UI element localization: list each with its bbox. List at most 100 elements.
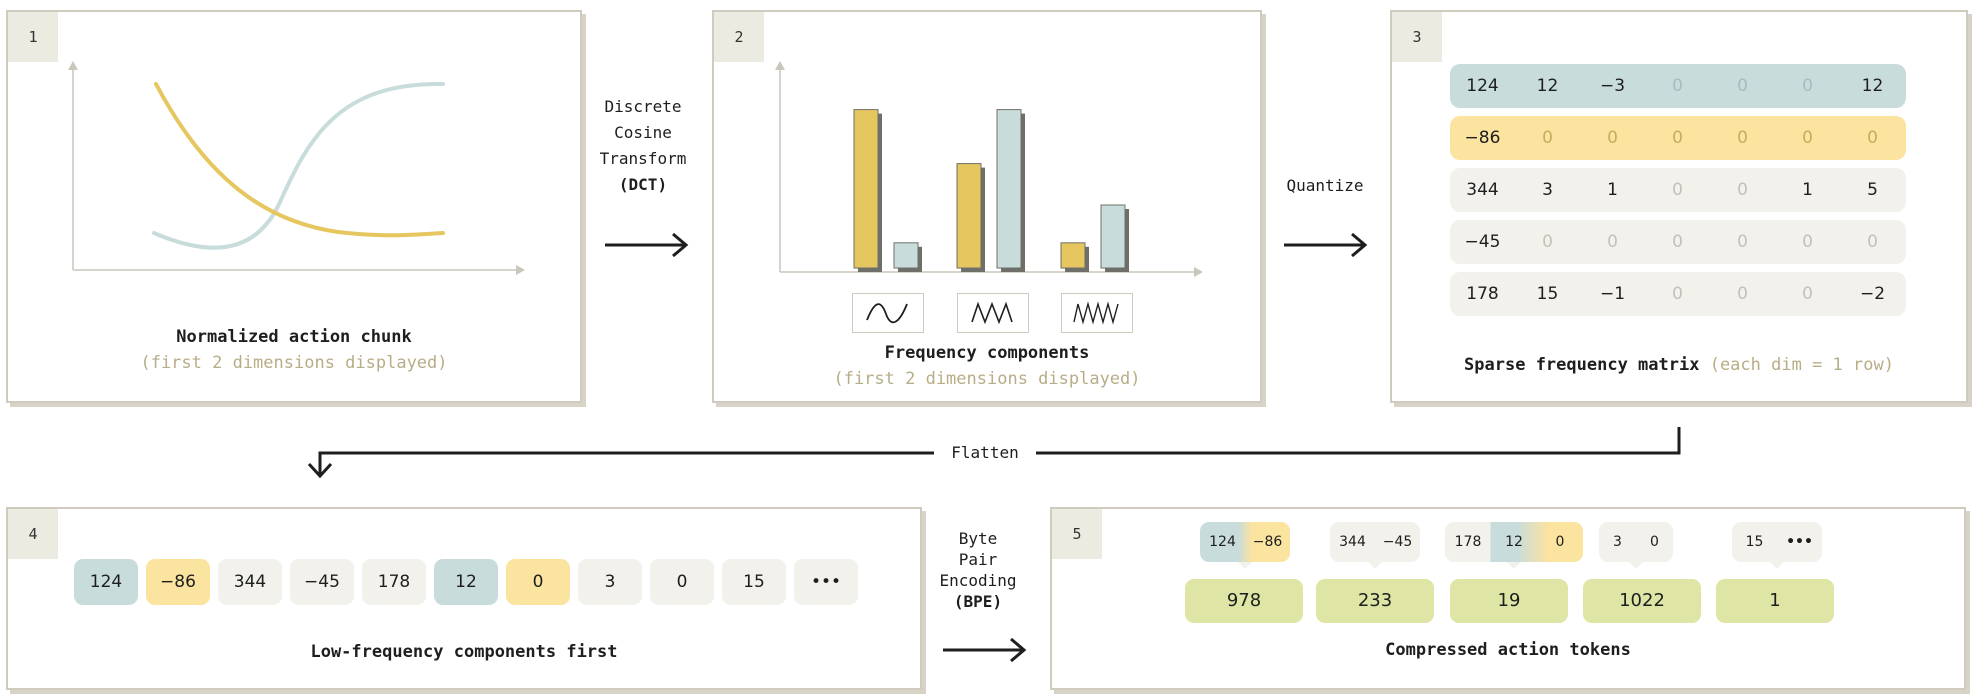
dct-arrow <box>605 232 689 258</box>
matrix-cell: 0 <box>1672 128 1683 148</box>
dct-label: Discrete Cosine Transform (DCT) <box>588 94 698 198</box>
source-ellipsis: ••• <box>1786 534 1813 550</box>
matrix-cell: 178 <box>1466 284 1499 304</box>
source-value: 344 <box>1339 534 1366 550</box>
sequence-chip: 0 <box>506 559 570 605</box>
dimension-2-curve <box>152 81 445 250</box>
ellipsis-chip: ••• <box>794 559 858 605</box>
frequency-bar-blue <box>893 242 919 269</box>
matrix-cell: 124 <box>1466 76 1499 96</box>
bpe-label: Byte Pair Encoding (BPE) <box>928 528 1028 612</box>
matrix-row: 124 12 −3 0 0 0 12 <box>1450 64 1906 108</box>
bpe-label-line: Pair <box>958 550 998 569</box>
source-value: −86 <box>1252 534 1283 550</box>
matrix-row: 344 3 1 0 0 1 5 <box>1450 168 1906 212</box>
matrix-cell: 0 <box>1867 128 1878 148</box>
frequency-bar-blue <box>1100 204 1126 269</box>
compressed-token: 19 <box>1450 579 1568 623</box>
token-source-pair: 15 ••• <box>1732 522 1822 569</box>
matrix-cell: 1 <box>1607 180 1618 200</box>
panel-title: Sparse frequency matrix <box>1464 355 1700 375</box>
panel-number: 2 <box>714 12 764 62</box>
bpe-label-line: Encoding <box>939 571 1017 590</box>
source-value: 0 <box>1650 534 1659 550</box>
flatten-label: Flatten <box>951 443 1019 462</box>
quantize-label: Quantize <box>1286 176 1364 195</box>
sequence-chip: −45 <box>290 559 354 605</box>
panel-frequency-components: 2 Frequency components (first 2 dimensio… <box>712 10 1262 403</box>
matrix-cell: 5 <box>1867 180 1878 200</box>
panel-flattened-sequence: 4 124 −86 344 −45 178 12 0 3 0 15 ••• Lo… <box>6 507 922 690</box>
source-value: 15 <box>1745 534 1764 550</box>
dimension-1-curve <box>154 82 445 238</box>
source-value: 178 <box>1454 534 1482 550</box>
panel-subtitle: (first 2 dimensions displayed) <box>833 369 1141 389</box>
bpe-label-line: (BPE) <box>953 592 1003 611</box>
bpe-arrow <box>943 637 1027 663</box>
dct-label-line: Cosine <box>614 123 672 142</box>
panel-number: 3 <box>1392 12 1442 62</box>
sequence-chip: 124 <box>74 559 138 605</box>
sequence-chip: 0 <box>650 559 714 605</box>
matrix-cell: 0 <box>1672 232 1683 252</box>
panel-subtitle: (first 2 dimensions displayed) <box>140 353 448 373</box>
matrix-cell: −1 <box>1599 284 1626 304</box>
sequence-chip: 15 <box>722 559 786 605</box>
x-axis-arrowhead <box>516 265 525 275</box>
matrix-cell: 0 <box>1802 284 1813 304</box>
matrix-row: 178 15 −1 0 0 0 −2 <box>1450 272 1906 316</box>
token-source-pair: 124 −86 <box>1200 522 1290 569</box>
matrix-cell: 0 <box>1607 128 1618 148</box>
panel-compressed-tokens: 5 124 −86 978 344 −45 233 178 12 0 19 3 … <box>1050 507 1966 690</box>
panel-caption: Compressed action tokens <box>1052 637 1964 663</box>
compressed-token: 233 <box>1316 579 1434 623</box>
matrix-cell: −86 <box>1464 128 1501 148</box>
plot-axes <box>779 68 1196 273</box>
sequence-chip: 3 <box>578 559 642 605</box>
source-value: 3 <box>1613 534 1622 550</box>
matrix-cell: −45 <box>1464 232 1501 252</box>
dct-label-line: (DCT) <box>618 175 668 194</box>
matrix-cell: 0 <box>1607 232 1618 252</box>
panel-number: 4 <box>8 509 58 559</box>
frequency-bar-yellow <box>853 109 879 269</box>
frequency-wave-icon <box>1061 293 1133 333</box>
plot-axes <box>72 68 518 271</box>
flatten-connector <box>307 427 1681 479</box>
matrix-cell: 0 <box>1737 284 1748 304</box>
panel-sparse-frequency-matrix: 3 124 12 −3 0 0 0 12 −86 0 0 0 0 0 0 344… <box>1390 10 1968 403</box>
sequence-chip: 178 <box>362 559 426 605</box>
compressed-token: 978 <box>1185 579 1303 623</box>
matrix-cell: 344 <box>1466 180 1499 200</box>
panel-number: 5 <box>1052 509 1102 559</box>
matrix-row: −45 0 0 0 0 0 0 <box>1450 220 1906 264</box>
matrix-cell: 0 <box>1737 128 1748 148</box>
panel-title: Normalized action chunk <box>176 327 412 347</box>
matrix-cell: 15 <box>1536 284 1559 304</box>
panel-title: Compressed action tokens <box>1385 640 1631 660</box>
bpe-label-line: Byte <box>958 529 998 548</box>
matrix-cell: 0 <box>1737 180 1748 200</box>
sequence-chip: −86 <box>146 559 210 605</box>
sequence-chip: 12 <box>434 559 498 605</box>
matrix-cell: −3 <box>1599 76 1626 96</box>
y-axis-arrowhead <box>775 61 785 70</box>
frequency-bar-chart <box>775 61 1203 277</box>
compressed-token: 1 <box>1716 579 1834 623</box>
matrix-cell: 0 <box>1867 232 1878 252</box>
source-value: −45 <box>1382 534 1413 550</box>
matrix-cell: −2 <box>1859 284 1886 304</box>
matrix-cell: 0 <box>1802 128 1813 148</box>
matrix-cell: 3 <box>1542 180 1553 200</box>
source-value: 124 <box>1209 534 1236 550</box>
panel-caption: Normalized action chunk (first 2 dimensi… <box>8 324 580 376</box>
compressed-token: 1022 <box>1583 579 1701 623</box>
matrix-cell: 12 <box>1861 76 1884 96</box>
panel-title: Frequency components <box>884 343 1090 363</box>
token-source-pair: 3 0 <box>1599 522 1673 569</box>
matrix-cell: 0 <box>1737 232 1748 252</box>
source-value: 0 <box>1555 534 1565 550</box>
frequency-bar-yellow <box>1060 242 1086 269</box>
dct-label-line: Discrete <box>604 97 682 116</box>
frequency-wave-icon <box>957 293 1029 333</box>
